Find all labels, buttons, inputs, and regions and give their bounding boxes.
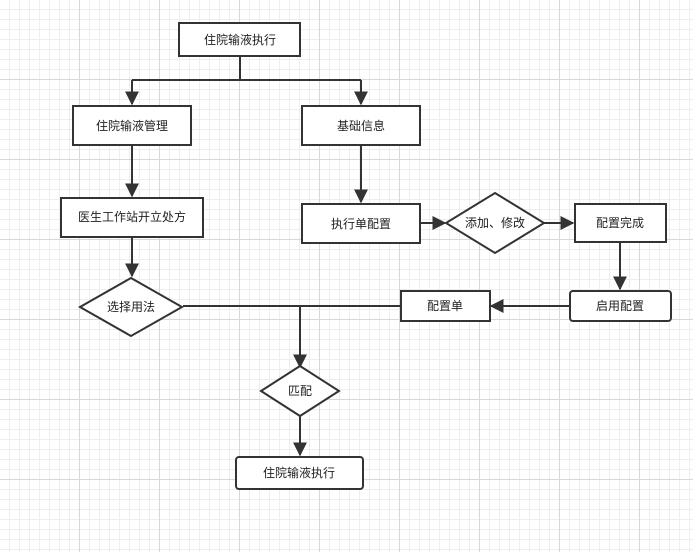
node-match-label: 匹配 — [288, 384, 312, 398]
node-bottom-infusion-exec-label: 住院输液执行 — [263, 465, 335, 480]
node-select-usage: 选择用法 — [77, 276, 185, 338]
node-config-done-label: 配置完成 — [596, 215, 644, 230]
node-config-sheet: 配置单 — [400, 290, 491, 322]
node-exec-config: 执行单配置 — [301, 203, 421, 244]
node-config-sheet-label: 配置单 — [427, 299, 463, 313]
edges — [125, 56, 627, 457]
node-prescribe-label: 医生工作站开立处方 — [78, 209, 186, 224]
node-enable-config-label: 启用配置 — [596, 299, 644, 313]
node-bottom-infusion-exec: 住院输液执行 — [235, 456, 364, 490]
node-match: 匹配 — [259, 364, 341, 418]
node-top-infusion-exec-label: 住院输液执行 — [204, 32, 276, 47]
node-exec-config-label: 执行单配置 — [331, 217, 391, 231]
node-add-edit: 添加、修改 — [444, 191, 546, 255]
node-infusion-mgmt-label: 住院输液管理 — [96, 118, 168, 133]
node-infusion-mgmt: 住院输液管理 — [72, 105, 192, 146]
node-top-infusion-exec: 住院输液执行 — [178, 22, 301, 57]
node-basic-info-label: 基础信息 — [337, 118, 385, 133]
edge-usage-to-match — [183, 305, 307, 369]
node-add-edit-label: 添加、修改 — [465, 215, 525, 230]
node-config-done: 配置完成 — [574, 203, 667, 243]
node-select-usage-label: 选择用法 — [107, 300, 155, 314]
node-prescribe: 医生工作站开立处方 — [60, 197, 204, 238]
node-basic-info: 基础信息 — [301, 105, 421, 146]
node-enable-config: 启用配置 — [569, 290, 672, 322]
